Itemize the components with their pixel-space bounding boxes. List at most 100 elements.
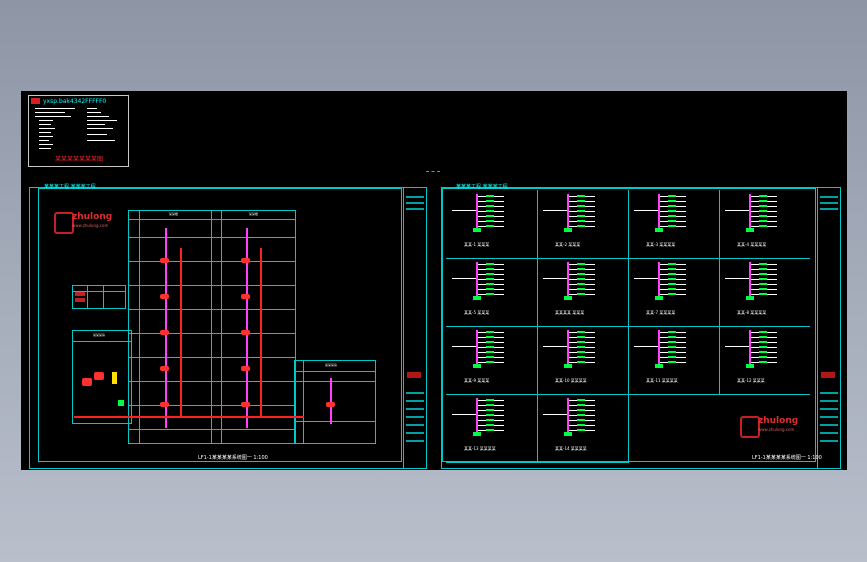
title-block xyxy=(403,188,426,468)
breaker-icon xyxy=(577,409,585,411)
legend-logo-icon xyxy=(31,98,40,104)
circuit-diagram: 某某-8 某某某某 xyxy=(719,258,810,327)
valve-icon xyxy=(160,258,169,263)
breaker-icon xyxy=(486,210,494,212)
logo-text: zhulong xyxy=(758,416,799,426)
tower-a-title: 某某楼 xyxy=(169,212,179,216)
circuit-diagram: 某某-4 某某某某 xyxy=(719,190,810,259)
logo-subtext: www.zhulong.com xyxy=(758,427,795,432)
breaker-icon xyxy=(668,215,676,217)
circuit-diagram: 某某-10 某某某某 xyxy=(537,326,629,395)
breaker-icon xyxy=(577,336,585,338)
breaker-icon xyxy=(668,331,676,333)
zhulong-logo: zhulong www.zhulong.com xyxy=(54,210,112,234)
zhulong-logo: zhulong www.zhulong.com xyxy=(740,414,798,438)
breaker-icon xyxy=(759,220,767,222)
legend-red-note: 某某某某某某某图 xyxy=(55,156,104,163)
valve-icon xyxy=(241,330,250,335)
circuit-label: 某某某某 某某某 xyxy=(555,310,585,315)
breaker-icon xyxy=(759,331,767,333)
breaker-icon xyxy=(759,336,767,338)
ground-icon xyxy=(473,364,481,368)
ground-icon xyxy=(564,296,572,300)
breaker-icon xyxy=(759,361,767,363)
busbar xyxy=(476,398,478,432)
breaker-icon xyxy=(577,419,585,421)
equipment-table xyxy=(72,285,126,309)
breaker-icon xyxy=(668,293,676,295)
breaker-icon xyxy=(486,351,494,353)
riser-b-red xyxy=(260,248,262,418)
breaker-icon xyxy=(668,283,676,285)
title-block xyxy=(817,188,840,468)
breaker-icon xyxy=(759,351,767,353)
breaker-icon xyxy=(759,210,767,212)
breaker-icon xyxy=(759,288,767,290)
sheet-left-header: 某某某工程 某某某工程 xyxy=(44,184,96,190)
crosshair-mark xyxy=(426,171,440,176)
feeder-line xyxy=(725,278,749,279)
circuit-diagram: 某某-12 某某某 xyxy=(719,326,810,395)
breaker-icon xyxy=(486,288,494,290)
feeder-line xyxy=(634,346,658,347)
logo-subtext: www.zhulong.com xyxy=(72,223,109,228)
circuit-diagram: 某某-5 某某某 xyxy=(446,258,538,327)
circuit-diagram: 某某-13 某某某某 xyxy=(446,394,538,463)
busbar xyxy=(658,330,660,364)
busbar xyxy=(749,330,751,364)
ground-icon xyxy=(655,228,663,232)
ground-icon xyxy=(655,364,663,368)
breaker-icon xyxy=(577,351,585,353)
breaker-icon xyxy=(486,283,494,285)
breaker-icon xyxy=(486,409,494,411)
breaker-icon xyxy=(759,273,767,275)
breaker-icon xyxy=(668,195,676,197)
tower-b-title: 某某楼 xyxy=(249,212,259,216)
busbar xyxy=(749,194,751,228)
breaker-icon xyxy=(577,278,585,280)
breaker-icon xyxy=(668,356,676,358)
sheet-right[interactable]: 某某某工程 某某某工程 某某-1 某某某某某-2 某某某某某-3 某某某某某某-… xyxy=(441,184,841,469)
breaker-icon xyxy=(759,346,767,348)
sheet-left[interactable]: 某某某工程 某某某工程 zhulong www.zhulong.com 某某楼 … xyxy=(29,184,427,469)
breaker-icon xyxy=(486,293,494,295)
circuit-diagram: 某某-9 某某某 xyxy=(446,326,538,395)
busbar xyxy=(567,330,569,364)
breaker-icon xyxy=(486,356,494,358)
breaker-icon xyxy=(486,346,494,348)
valve-icon xyxy=(241,294,250,299)
circuit-diagram: 某某-2 某某某 xyxy=(537,190,629,259)
valve-icon xyxy=(241,402,250,407)
circuit-diagram: 某某-7 某某某某 xyxy=(628,258,720,327)
circuit-label: 某某-7 某某某某 xyxy=(646,310,676,315)
breaker-icon xyxy=(577,399,585,401)
breaker-icon xyxy=(486,331,494,333)
breaker-icon xyxy=(577,268,585,270)
riser-grid: 某某楼 某某楼 xyxy=(128,210,296,444)
feeder-line xyxy=(543,346,567,347)
pump-icon xyxy=(94,372,104,380)
pump-icon xyxy=(82,378,92,386)
cad-drawing-viewport[interactable]: yxsp.bak4342FFFFF0 某某某某某某某图 某某某工程 某某某工程 … xyxy=(21,91,847,470)
breaker-icon xyxy=(759,225,767,227)
breaker-icon xyxy=(486,399,494,401)
logo-icon xyxy=(54,212,74,234)
circuit-grid: 某某-1 某某某某某-2 某某某某某-3 某某某某某某-4 某某某某某某-5 某… xyxy=(446,190,812,463)
breaker-icon xyxy=(577,429,585,431)
circuit-label: 某某-5 某某某 xyxy=(464,310,490,315)
breaker-icon xyxy=(577,331,585,333)
riser-a-red xyxy=(180,248,182,418)
circuit-label: 某某-14 某某某某 xyxy=(555,446,587,451)
ground-icon xyxy=(746,228,754,232)
feeder-line xyxy=(452,346,476,347)
breaker-icon xyxy=(577,263,585,265)
annex-grid: 某某某房 xyxy=(294,360,376,444)
ground-icon xyxy=(564,432,572,436)
circuit-label: 某某-8 某某某某 xyxy=(737,310,767,315)
breaker-icon xyxy=(668,351,676,353)
riser-a-pink xyxy=(165,228,167,428)
breaker-icon xyxy=(118,400,124,406)
busbar xyxy=(658,194,660,228)
breaker-icon xyxy=(668,288,676,290)
circuit-label: 某某-4 某某某某 xyxy=(737,242,767,247)
